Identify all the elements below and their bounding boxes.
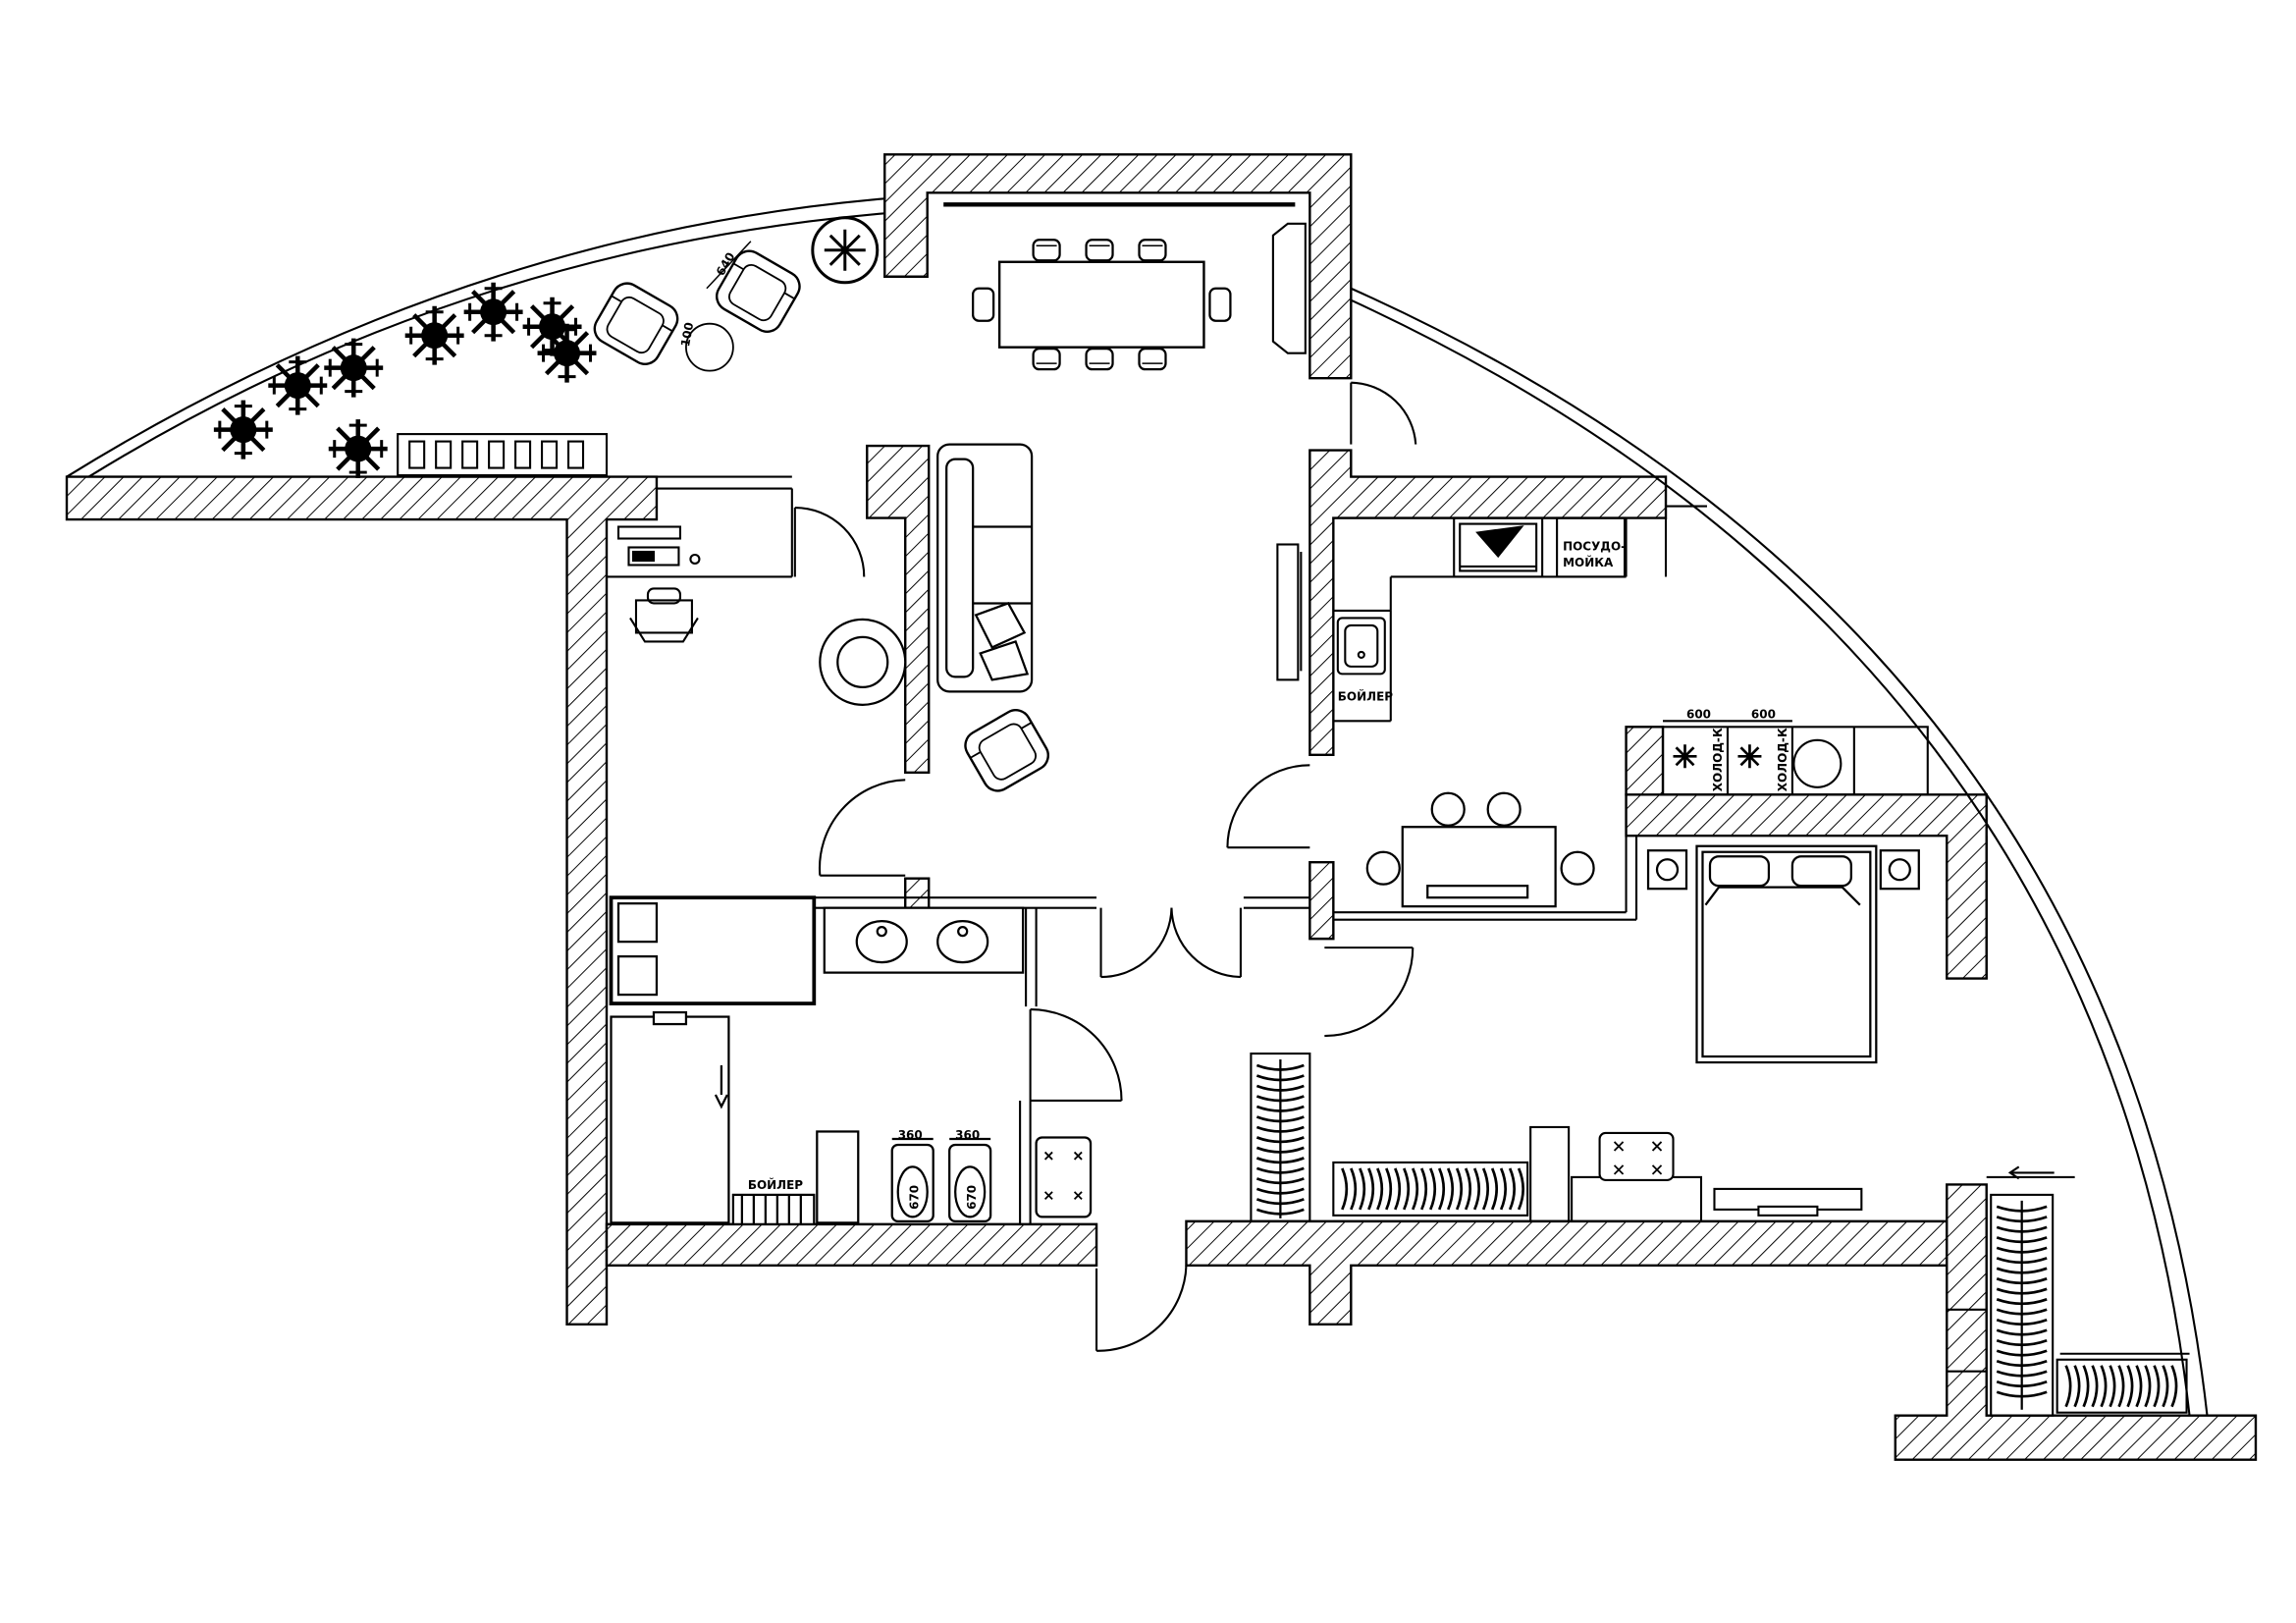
fridge-2-width-dim: 600 xyxy=(1751,707,1776,721)
terrace-armchairs xyxy=(588,241,807,372)
bottom-left-wall xyxy=(605,1222,1098,1268)
living-armchair xyxy=(958,703,1055,798)
kitchen-appliances xyxy=(1276,516,1842,795)
bed xyxy=(1646,844,1920,1064)
toilet-depth-dim: 670 xyxy=(908,1185,922,1210)
bottom-right-wall xyxy=(1185,1219,1949,1325)
radiators xyxy=(1250,1052,2188,1417)
fridge-2-label: ХОЛОД-К xyxy=(1776,728,1789,791)
outlines xyxy=(66,197,2209,1416)
dishwasher-label-2: МОЙКА xyxy=(1563,555,1614,569)
terrace-arc xyxy=(66,197,885,478)
kitchen-wall xyxy=(1308,449,1668,757)
dining-bay-wall xyxy=(883,153,1353,380)
living-partition-wall xyxy=(866,444,931,774)
bedroom-left-stub xyxy=(1625,726,1665,796)
ottoman xyxy=(819,618,907,706)
kitchen-boiler-label: БОЙЛЕР xyxy=(1338,688,1393,703)
terrace-plants xyxy=(214,283,597,478)
fan-icon xyxy=(811,216,880,285)
dining-table xyxy=(943,202,1307,371)
window-arc xyxy=(1350,287,2209,1416)
fridge-1-label: ХОЛОД-К xyxy=(1711,728,1725,791)
kitchen-dining xyxy=(1365,791,1595,908)
bidet-depth-dim: 670 xyxy=(965,1185,979,1210)
balcony-wall xyxy=(65,475,659,1325)
terrace-planter xyxy=(397,433,609,477)
radiator-fins xyxy=(1255,1059,2178,1410)
doors xyxy=(793,381,1417,1352)
fridge-1-width-dim: 600 xyxy=(1686,707,1711,721)
bidet-width-dim: 360 xyxy=(955,1128,980,1142)
bathroom xyxy=(609,895,1093,1225)
dishwasher-label-1: ПОСУДО- xyxy=(1563,539,1626,553)
walls xyxy=(65,153,2258,1461)
bottom-balcony-wall xyxy=(1894,1183,2258,1461)
office-desk xyxy=(616,525,701,643)
toilet-width-dim: 360 xyxy=(898,1128,923,1142)
kitchen-lower-wall xyxy=(1308,861,1335,941)
armchair-depth-dim: 100 xyxy=(678,321,696,348)
balcony-arrow xyxy=(2007,1165,2055,1180)
bedroom-furniture xyxy=(1598,1131,1863,1217)
sofa xyxy=(936,443,1034,693)
bath-boiler-label: БОЙЛЕР xyxy=(748,1177,803,1192)
